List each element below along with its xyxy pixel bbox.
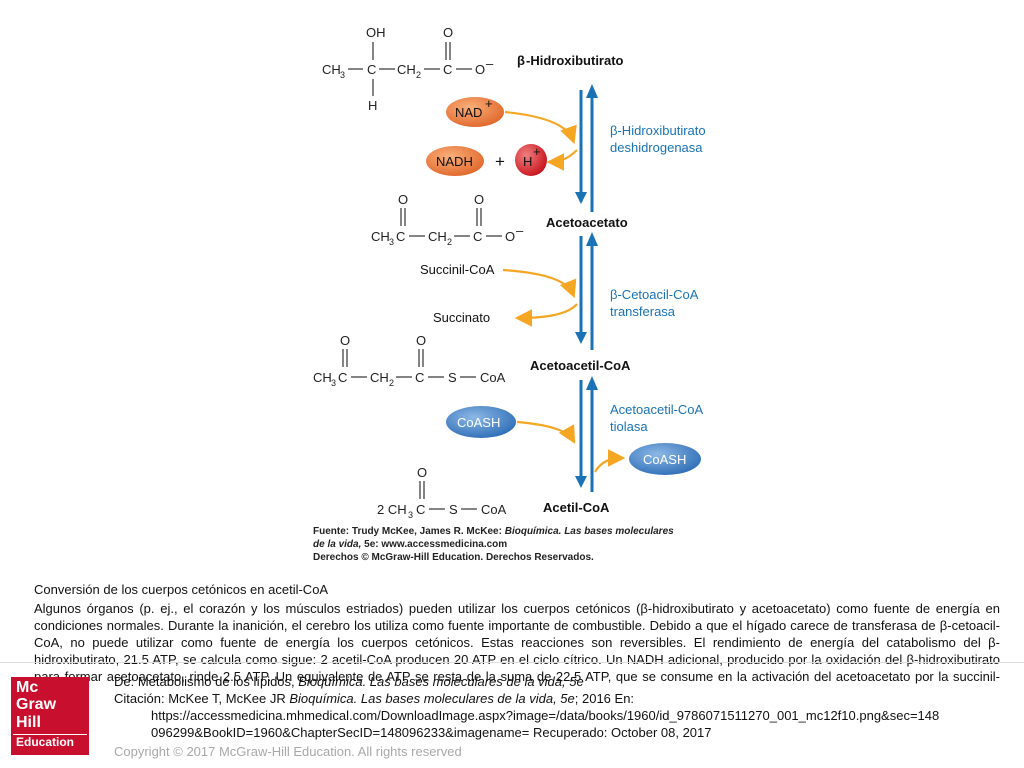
m3-ch2: CH	[370, 370, 389, 385]
enzyme1-line1: β-Hidroxibutirato	[610, 123, 706, 138]
molecule-acetyl-coa: O 2 CH 3 C S CoA	[377, 465, 507, 520]
coash-out-bubble: CoASH	[629, 443, 701, 475]
proton-sup: +	[533, 144, 541, 159]
m3-c2: C	[415, 370, 424, 385]
m2-ch3-sub: 3	[389, 237, 394, 247]
logo-line3: Hill	[16, 714, 41, 731]
divider	[0, 662, 1024, 663]
step2-out-curve	[514, 303, 578, 327]
step1-out-curve	[546, 149, 578, 171]
logo-line4: Education	[16, 735, 75, 749]
figure-description: Algunos órganos (p. ej., el corazón y lo…	[34, 601, 1000, 701]
m1-c: C	[367, 62, 376, 77]
proton-bubble: H +	[515, 144, 547, 176]
m1-ominus: O	[475, 62, 485, 77]
compound-hydroxybutyrate: -Hidroxibutirato	[526, 53, 624, 68]
step3-out-curve	[594, 449, 626, 473]
m2-c: C	[396, 229, 405, 244]
plus-sign: +	[495, 152, 505, 171]
m3-c: C	[338, 370, 347, 385]
source-line3: Derechos © McGraw-Hill Education. Derech…	[313, 552, 594, 563]
succinate-label: Succinato	[433, 310, 490, 325]
m3-ch3-sub: 3	[331, 378, 336, 388]
citation-block: De: Metabolismo de los lípidos, Bioquími…	[114, 673, 1014, 741]
nad-label: NAD	[455, 105, 482, 120]
coash-out-label: CoASH	[643, 452, 686, 467]
figure-title: Conversión de los cuerpos cetónicos en a…	[34, 582, 329, 597]
m3-o2: O	[416, 333, 426, 348]
m4-sub: 3	[408, 510, 413, 520]
m2-ch3: CH	[371, 229, 390, 244]
m2-minus: –	[516, 223, 524, 238]
m2-ominus: O	[505, 229, 515, 244]
pathway-svg: OH CH 3 C CH 2 C O O – H β -Hidroxibutir…	[313, 25, 706, 563]
enzyme2-line2: transferasa	[610, 304, 676, 319]
m2-ch2: CH	[428, 229, 447, 244]
molecule-hydroxybutyrate: OH CH 3 C CH 2 C O O – H	[322, 25, 494, 113]
m2-ch2-sub: 2	[447, 237, 452, 247]
molecule-acetoacetate: O O CH 3 C CH 2 C O –	[371, 192, 524, 247]
m2-o2: O	[474, 192, 484, 207]
logo-line2: Graw	[16, 696, 57, 713]
m3-coa: CoA	[480, 370, 506, 385]
step1-in-curve	[504, 110, 577, 145]
m3-s: S	[448, 370, 457, 385]
compound-acetoacetate: Acetoacetato	[546, 215, 628, 230]
m1-minus: –	[486, 56, 494, 71]
step2-in-curve	[502, 268, 577, 299]
enzyme3-line2: tiolasa	[610, 419, 648, 434]
nadh-label: NADH	[436, 154, 473, 169]
compound-acetoacetyl-coa: Acetoacetil-CoA	[530, 358, 631, 373]
source-line2: de la vida, 5e: www.accessmedicina.com	[313, 539, 507, 550]
m1-ch3: CH	[322, 62, 341, 77]
step3-in-curve	[516, 420, 576, 444]
equilibrium-arrows	[575, 84, 598, 492]
logo-line1: Mc	[16, 679, 39, 696]
logo-separator	[13, 734, 87, 735]
citation-cite: Citación: McKee T, McKee JR Bioquímica. …	[114, 691, 635, 706]
proton-label: H	[523, 154, 532, 169]
m1-ch2: CH	[397, 62, 416, 77]
nad-bubble: NAD +	[446, 96, 504, 127]
m2-o1: O	[398, 192, 408, 207]
enzyme3-line1: Acetoacetil-CoA	[610, 402, 704, 417]
m4-o: O	[417, 465, 427, 480]
compound-hydroxybutyrate-beta: β	[517, 53, 525, 68]
copyright-text: Copyright © 2017 McGraw-Hill Education. …	[114, 744, 462, 759]
m1-c2: C	[443, 62, 452, 77]
succinyl-coa-label: Succinil-CoA	[420, 262, 495, 277]
citation-url-line1[interactable]: https://accessmedicina.mhmedical.com/Dow…	[151, 708, 940, 723]
m2-c2: C	[473, 229, 482, 244]
citation-from: De: Metabolismo de los lípidos, Bioquími…	[114, 674, 584, 689]
source-line1: Fuente: Trudy McKee, James R. McKee: Bio…	[313, 526, 674, 537]
m3-o1: O	[340, 333, 350, 348]
m1-o: O	[443, 25, 453, 40]
nadh-bubble: NADH	[426, 146, 484, 176]
m1-oh: OH	[366, 25, 386, 40]
m3-ch3: CH	[313, 370, 332, 385]
nad-sup: +	[485, 96, 493, 111]
coash-in-bubble: CoASH	[446, 406, 516, 438]
m1-ch3-sub: 3	[340, 70, 345, 80]
m4-coa: CoA	[481, 502, 507, 517]
m3-ch2-sub: 2	[389, 378, 394, 388]
molecule-acetoacetyl-coa: O O CH 3 C CH 2 C S CoA	[313, 333, 506, 388]
compound-acetyl-coa: Acetil-CoA	[543, 500, 610, 515]
citation-url-line2: 096299&BookID=1960&ChapterSecID=14809623…	[151, 725, 712, 740]
coash-in-label: CoASH	[457, 415, 500, 430]
m1-h: H	[368, 98, 377, 113]
m4-prefix: 2 CH	[377, 502, 407, 517]
m1-ch2-sub: 2	[416, 70, 421, 80]
mcgraw-hill-logo: Mc Graw Hill Education	[11, 677, 89, 755]
m4-s: S	[449, 502, 458, 517]
enzyme1-line2: deshidrogenasa	[610, 140, 703, 155]
pathway-figure: OH CH 3 C CH 2 C O O – H β -Hidroxibutir…	[303, 22, 711, 567]
m4-c: C	[416, 502, 425, 517]
enzyme2-line1: β-Cetoacil-CoA	[610, 287, 699, 302]
